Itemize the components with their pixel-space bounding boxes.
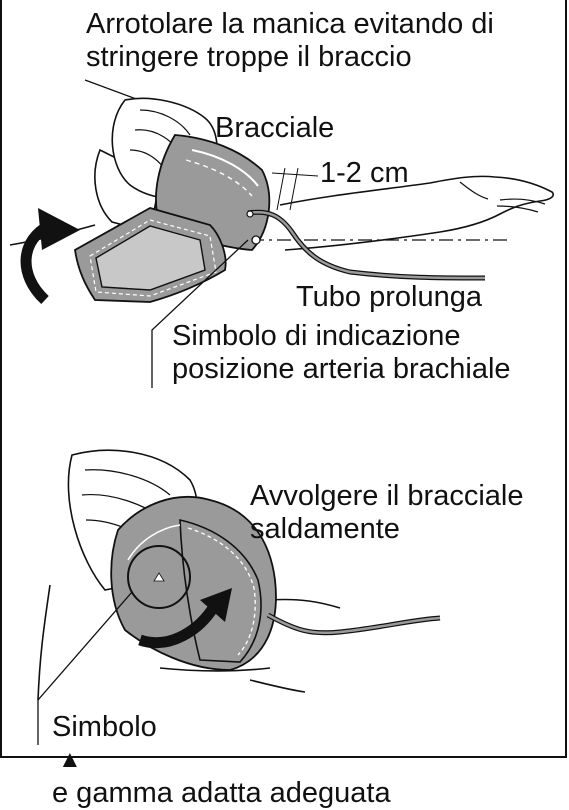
top-scene [9, 79, 555, 388]
instruction-roll-sleeve-line1: Arrotolare la manica evitando di [86, 8, 494, 40]
instruction-roll-sleeve: Arrotolare la manica evitando di stringe… [86, 8, 494, 74]
distance-label-text: 1-2 cm [320, 157, 409, 189]
bottom-symbol-suffix: e gamma adatta adeguata [52, 777, 391, 809]
bottom-symbol-label: Simbolo▲e gamma adatta adeguata [52, 711, 391, 810]
tube-label-text: Tubo prolunga [296, 281, 482, 313]
bottom-scene [37, 449, 441, 745]
wrap-cuff-label: Avvolgere il bracciale saldamente [250, 480, 524, 546]
tube-label: Tubo prolunga [296, 281, 482, 314]
instruction-roll-sleeve-line2: stringere troppe il braccio [86, 41, 412, 73]
bottom-symbol-line: Simbolo▲e gamma adatta adeguata [52, 711, 391, 809]
bottom-symbol-prefix: Simbolo [52, 711, 157, 743]
blood-pressure-cuff-illustration [9, 79, 555, 745]
artery-symbol-line1: Simbolo di indicazione [172, 320, 461, 352]
artery-symbol-line2: posizione arteria brachiale [172, 353, 511, 385]
figure-frame [0, 0, 567, 758]
cuff-label-text: Bracciale [215, 112, 335, 144]
distance-label: 1-2 cm [320, 157, 409, 190]
wrap-cuff-line2: saldamente [250, 513, 400, 545]
wrap-cuff-line1: Avvolgere il bracciale [250, 480, 524, 512]
artery-symbol-label: Simbolo di indicazione posizione arteria… [172, 320, 511, 386]
cuff-label: Bracciale [215, 112, 334, 145]
